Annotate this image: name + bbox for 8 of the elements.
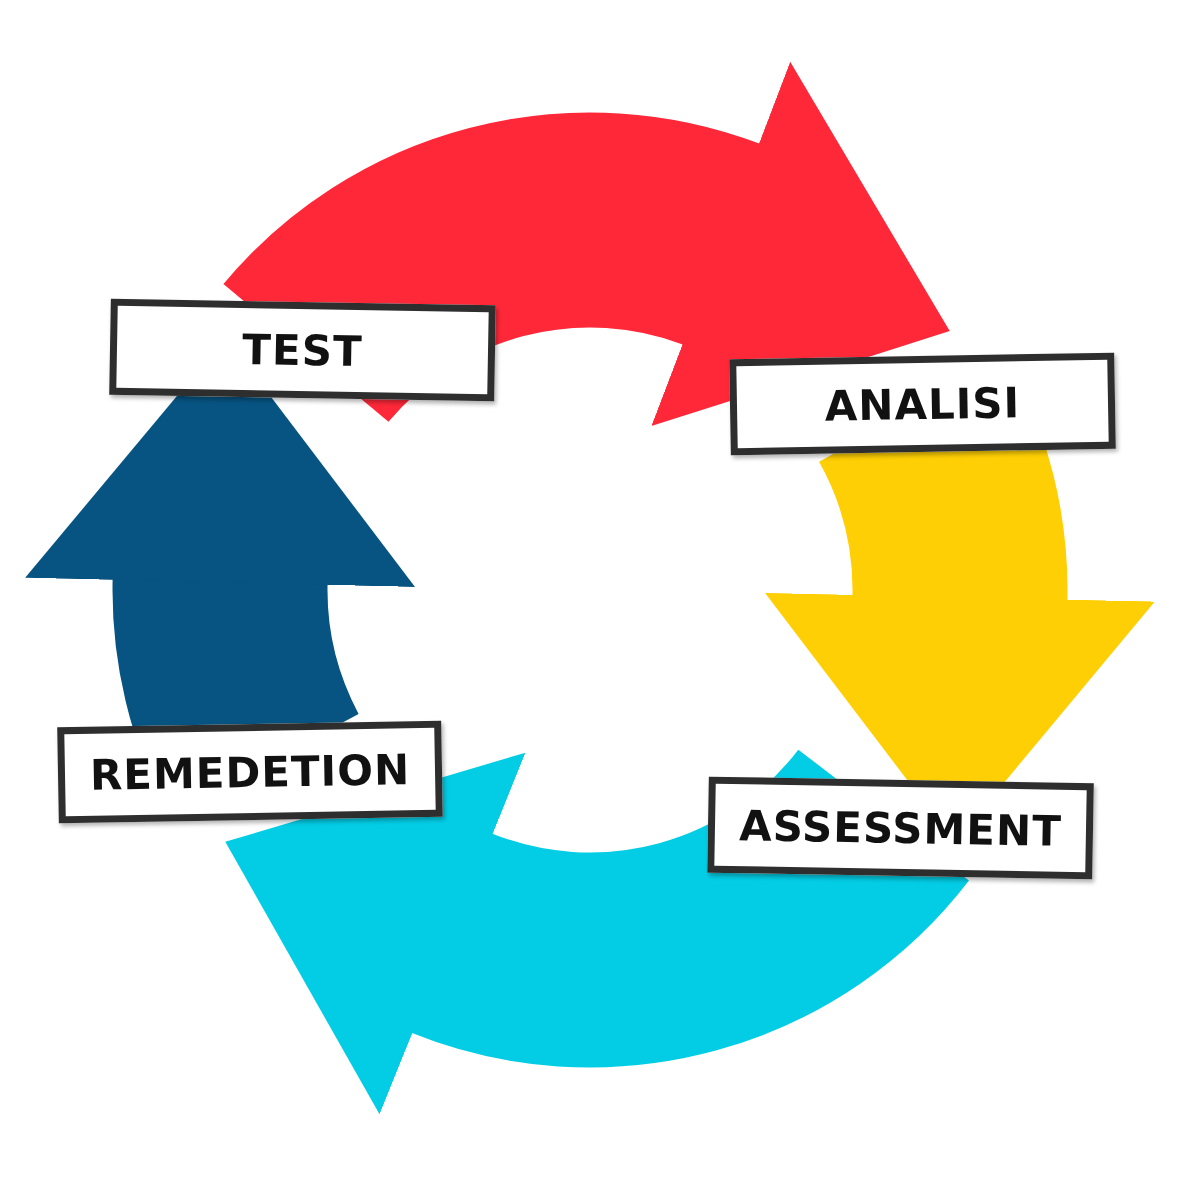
label-box [109, 298, 496, 402]
label-text: TEST [241, 324, 364, 376]
label-text: ASSESSMENT [738, 800, 1063, 856]
label-text: REMEDETION [89, 744, 411, 800]
label-text: ANALISI [824, 377, 1021, 431]
label-box [57, 720, 443, 824]
label-box [729, 352, 1116, 456]
label-box [707, 776, 1094, 880]
